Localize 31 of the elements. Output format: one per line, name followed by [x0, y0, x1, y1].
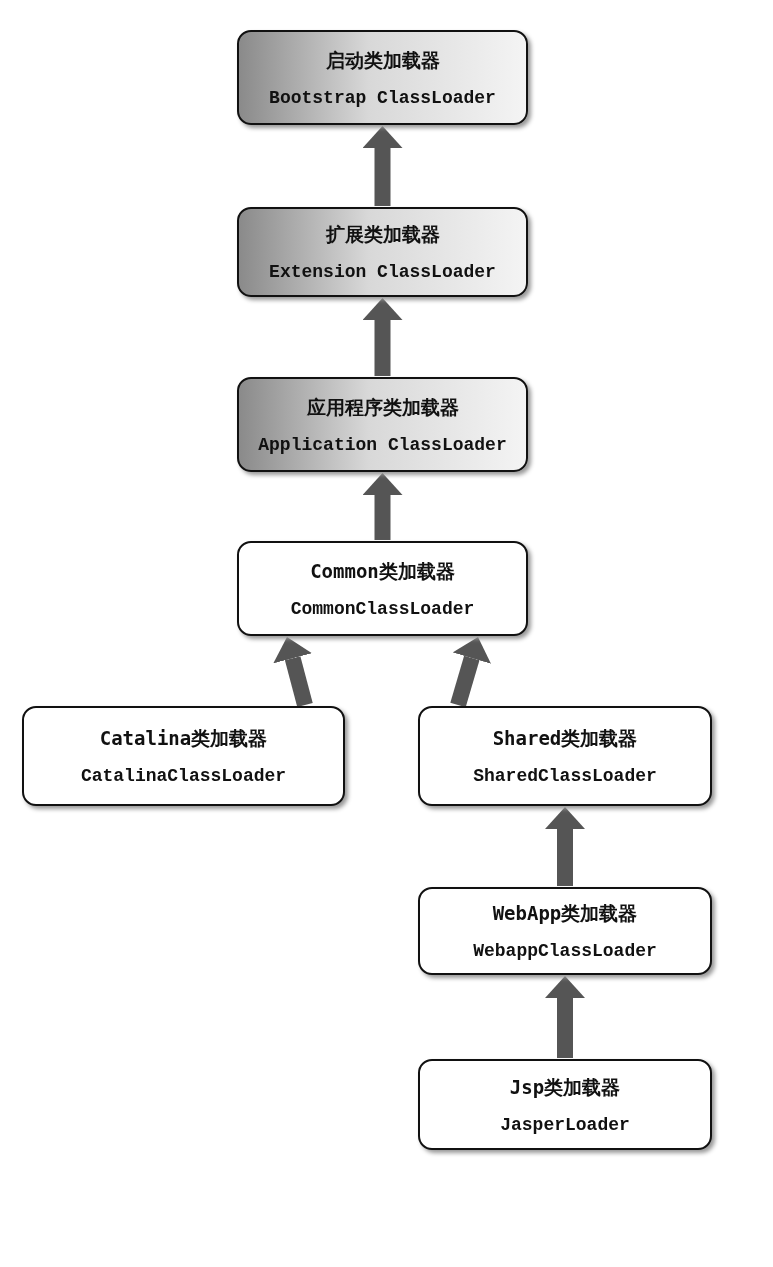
arrow: [545, 976, 585, 1058]
arrow: [362, 126, 403, 206]
arrow: [450, 637, 491, 708]
arrow: [362, 473, 403, 540]
box-title: Common类加载器: [310, 558, 455, 584]
arrow: [273, 637, 313, 708]
arrow: [545, 807, 585, 886]
box-title: Jsp类加载器: [509, 1074, 621, 1100]
class-loader-box: [418, 1059, 712, 1150]
class-loader-box: [237, 377, 528, 472]
class-loader-box: [22, 706, 345, 806]
class-name: Bootstrap ClassLoader: [269, 87, 496, 108]
class-name: Extension ClassLoader: [269, 262, 496, 282]
box-title: 应用程序类加载器: [306, 394, 459, 420]
arrow: [362, 298, 403, 376]
class-loader-box: [237, 541, 528, 636]
class-name: WebappClassLoader: [473, 941, 657, 961]
class-loader-box: [418, 706, 712, 806]
box-title: 扩展类加载器: [325, 222, 440, 247]
class-loader-box: [237, 30, 528, 125]
box-title: Catalina类加载器: [99, 726, 268, 751]
box-title: WebApp类加载器: [492, 901, 638, 926]
class-loader-box: [418, 887, 712, 975]
class-name: CommonClassLoader: [290, 598, 475, 619]
class-name: CatalinaClassLoader: [80, 766, 287, 786]
box-title: Shared类加载器: [492, 726, 638, 751]
class-name: JasperLoader: [500, 1114, 630, 1135]
class-name: Application ClassLoader: [258, 434, 507, 455]
box-title: 启动类加载器: [325, 47, 440, 73]
class-loader-box: [237, 207, 528, 297]
class-name: SharedClassLoader: [473, 766, 657, 786]
